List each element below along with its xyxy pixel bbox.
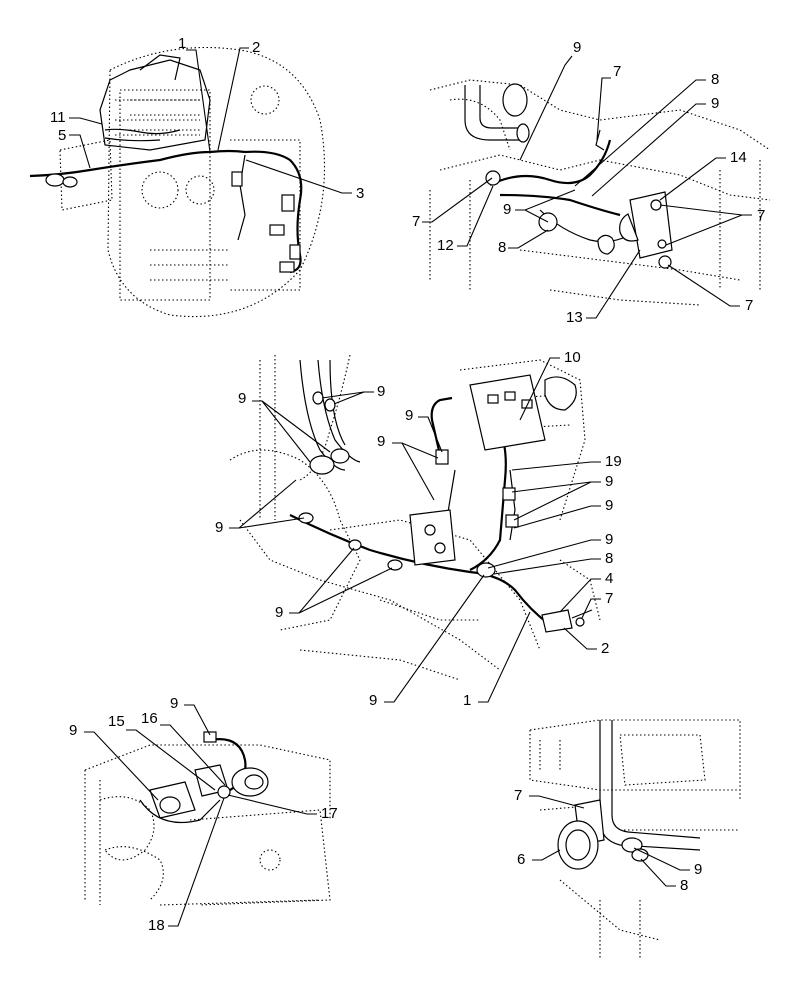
callout-label: 7	[412, 213, 420, 230]
callout-label: 3	[356, 185, 364, 202]
callout-label: 7	[605, 590, 613, 607]
wire-harness-main	[29, 128, 303, 274]
callout-label: 9	[605, 473, 613, 490]
engine-top-detail	[99, 54, 211, 151]
callout-label: 8	[711, 71, 719, 88]
callout-label: 7	[757, 207, 765, 224]
callout-label: 4	[605, 570, 613, 587]
callout-label: 1	[463, 692, 471, 709]
callout-label: 9	[275, 604, 283, 621]
bl-components	[139, 731, 269, 824]
callout-label: 9	[694, 861, 702, 878]
callout-label: 8	[498, 239, 506, 256]
callouts-top-left: 1 2 3 11 5	[50, 35, 364, 202]
callout-label: 5	[58, 127, 66, 144]
hydraulic-hoses	[299, 359, 361, 475]
bl-outline	[84, 744, 331, 906]
ground-connector	[541, 609, 593, 633]
callout-label: 9	[377, 383, 385, 400]
br-components	[557, 720, 701, 870]
horn-bracket	[619, 191, 673, 269]
callout-label: 11	[50, 109, 66, 126]
callout-label: 9	[215, 519, 223, 536]
callout-label: 7	[613, 63, 621, 80]
callouts-bottom-right: 7 6 9 8	[514, 787, 702, 894]
callout-label: 13	[566, 309, 583, 326]
callout-label: 12	[437, 237, 454, 254]
view-bottom-left: 9 9 15 16 17 18	[69, 695, 338, 934]
view-middle: 10 9 9 9 9 19 9 9 9 9 8 4 7 2	[215, 349, 622, 709]
callout-label: 9	[69, 722, 77, 739]
callout-label: 9	[377, 433, 385, 450]
callout-label: 6	[517, 851, 525, 868]
chassis-outline	[429, 79, 771, 306]
callouts-bottom-left: 9 9 15 16 17 18	[69, 695, 338, 934]
callout-label: 18	[148, 917, 165, 934]
callout-label: 8	[605, 550, 613, 567]
callout-label: 15	[108, 713, 125, 730]
callout-label: 9	[170, 695, 178, 712]
callout-label: 7	[514, 787, 522, 804]
horn-pipe	[464, 83, 530, 143]
callout-label: 9	[503, 201, 511, 218]
callouts-top-right: 9 7 8 9 14 7 9 7 12 8 13 7	[412, 39, 765, 326]
callout-label: 16	[141, 710, 158, 727]
callout-label: 9	[711, 95, 719, 112]
callout-label: 9	[605, 531, 613, 548]
callout-label: 9	[238, 390, 246, 407]
callout-label: 10	[564, 349, 581, 366]
callout-label: 1	[178, 35, 186, 52]
callout-label: 17	[321, 805, 338, 822]
callout-label: 9	[605, 497, 613, 514]
callouts-middle: 10 9 9 9 9 19 9 9 9 9 8 4 7 2	[215, 349, 622, 709]
callout-label: 19	[605, 453, 622, 470]
br-outline	[529, 719, 741, 960]
callout-label: 9	[573, 39, 581, 56]
bracket-plate	[409, 509, 456, 566]
housing-outline	[59, 46, 326, 318]
relay-block	[469, 374, 577, 451]
callout-label: 7	[745, 297, 753, 314]
callout-label: 9	[405, 407, 413, 424]
callout-label: 8	[680, 877, 688, 894]
callout-label: 2	[601, 640, 609, 657]
view-top-right: 9 7 8 9 14 7 9 7 12 8 13 7	[412, 39, 771, 326]
view-top-left: 1 2 3 11 5	[29, 35, 364, 318]
callout-label: 9	[369, 692, 377, 709]
callout-label: 14	[730, 149, 747, 166]
callout-label: 2	[252, 39, 260, 56]
harness-top-right	[485, 129, 631, 255]
view-bottom-right: 7 6 9 8	[514, 719, 741, 960]
